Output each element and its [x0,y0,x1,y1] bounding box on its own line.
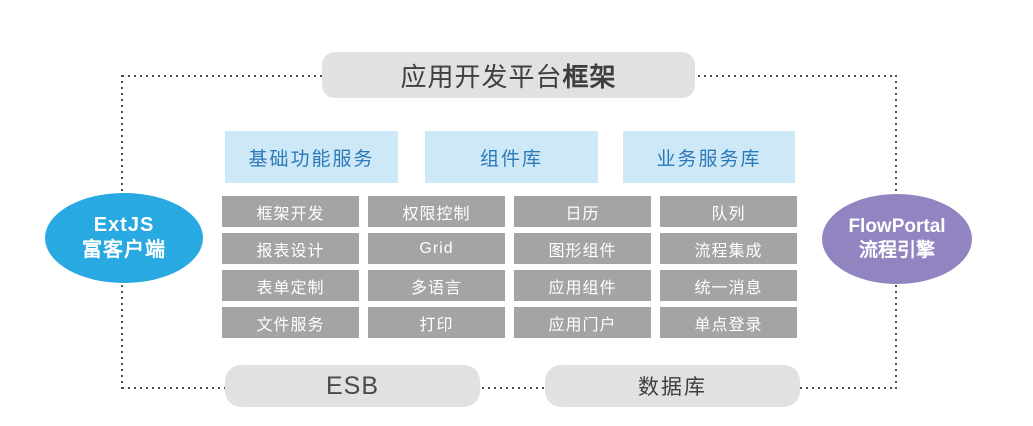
feature-cell: 权限控制 [368,196,505,227]
feature-cell: 队列 [660,196,797,227]
platform-framework-label: 应用开发平台框架 [400,57,616,94]
platform-framework-pill: 应用开发平台框架 [322,52,695,98]
feature-cell: 文件服务 [222,307,359,338]
feature-cell: 单点登录 [660,307,797,338]
header-basic-function-services: 基础功能服务 [225,131,398,183]
feature-cell: 图形组件 [514,233,651,264]
platform-framework-label-regular: 应用开发平台 [400,61,563,92]
feature-cell: 应用门户 [514,307,651,338]
database-pill: 数据库 [545,365,800,407]
frame-bottom-dotted-line [122,387,897,389]
feature-cell: 打印 [368,307,505,338]
header-business-service-library: 业务服务库 [623,131,795,183]
flowportal-label-line2: 流程引擎 [858,240,935,261]
extjs-label-line1: ExtJS [93,214,155,236]
extjs-rich-client-ellipse: ExtJS 富客户端 [45,193,203,283]
extjs-label-line2: 富客户端 [82,239,166,261]
feature-cell: 框架开发 [222,196,359,227]
feature-cell: 表单定制 [222,270,359,301]
feature-cell: Grid [368,233,505,264]
platform-framework-label-bold: 框架 [562,61,617,92]
flowportal-engine-ellipse: FlowPortal 流程引擎 [822,194,972,284]
feature-cell: 统一消息 [660,270,797,301]
flowportal-label-line1: FlowPortal [848,216,946,238]
feature-cell: 多语言 [368,270,505,301]
esb-pill: ESB [225,365,480,407]
feature-cell: 报表设计 [222,233,359,264]
feature-grid: 框架开发 权限控制 日历 队列 报表设计 Grid 图形组件 流程集成 表单定制… [222,196,797,338]
header-component-library: 组件库 [425,131,598,183]
feature-cell: 日历 [514,196,651,227]
feature-cell: 流程集成 [660,233,797,264]
feature-cell: 应用组件 [514,270,651,301]
